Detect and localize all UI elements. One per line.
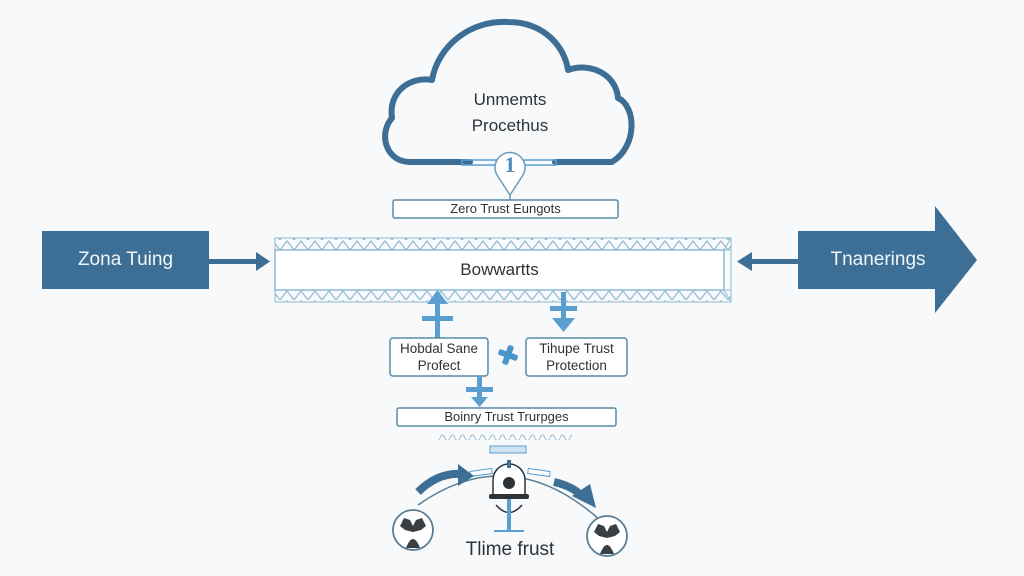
main-bar-label[interactable]: Bowwartts <box>460 260 539 279</box>
user-node-right-icon <box>586 515 628 557</box>
main-bar-shape <box>274 237 732 303</box>
curved-arrow-right-icon <box>553 478 596 508</box>
x-mark-icon <box>498 345 518 365</box>
left-box-label[interactable]: Hobdal Sane Profect <box>390 340 488 374</box>
cloud-label: Unmemts Procethus <box>440 87 580 139</box>
cloud-label-line2: Procethus <box>471 116 549 135</box>
cloud-icon <box>382 18 635 165</box>
arrow-down-small-icon <box>466 376 493 407</box>
top-box-label[interactable]: Zero Trust Eungots <box>450 201 561 216</box>
dome-node-icon <box>489 460 529 532</box>
left-box-line2: Profect <box>417 358 461 373</box>
small-tag <box>489 445 527 454</box>
right-box-label[interactable]: Tihupe Trust Protection <box>526 340 627 374</box>
bottom-box-label[interactable]: Boinry Trust Trurpges <box>444 409 569 424</box>
wave-decoration <box>438 432 572 440</box>
bottom-label: Tlime frust <box>465 539 555 560</box>
right-box-line2: Protection <box>546 358 607 373</box>
arrow-down-icon <box>550 292 577 332</box>
right-box-line1: Tihupe Trust <box>539 341 614 356</box>
left-block-shape <box>42 231 209 289</box>
right-arrow-label[interactable]: Tnanerings <box>830 249 926 270</box>
left-box-frame <box>389 337 489 377</box>
user-node-left-icon <box>392 509 434 551</box>
badge-number: 1 <box>504 152 516 177</box>
left-box-line1: Hobdal Sane <box>399 341 479 356</box>
right-arrow-shape <box>798 206 977 313</box>
bottom-box-frame <box>396 407 617 427</box>
top-box-frame <box>392 199 619 219</box>
right-box-frame <box>525 337 628 377</box>
curved-arrow-left-icon <box>415 464 474 495</box>
left-block-label[interactable]: Zona Tuing <box>77 249 174 270</box>
arrow-left-icon <box>737 252 798 271</box>
location-pin-icon <box>494 151 526 197</box>
cloud-label-line1: Unmemts <box>473 90 547 109</box>
arrow-right-icon <box>209 252 270 271</box>
arrow-up-icon <box>422 290 453 338</box>
